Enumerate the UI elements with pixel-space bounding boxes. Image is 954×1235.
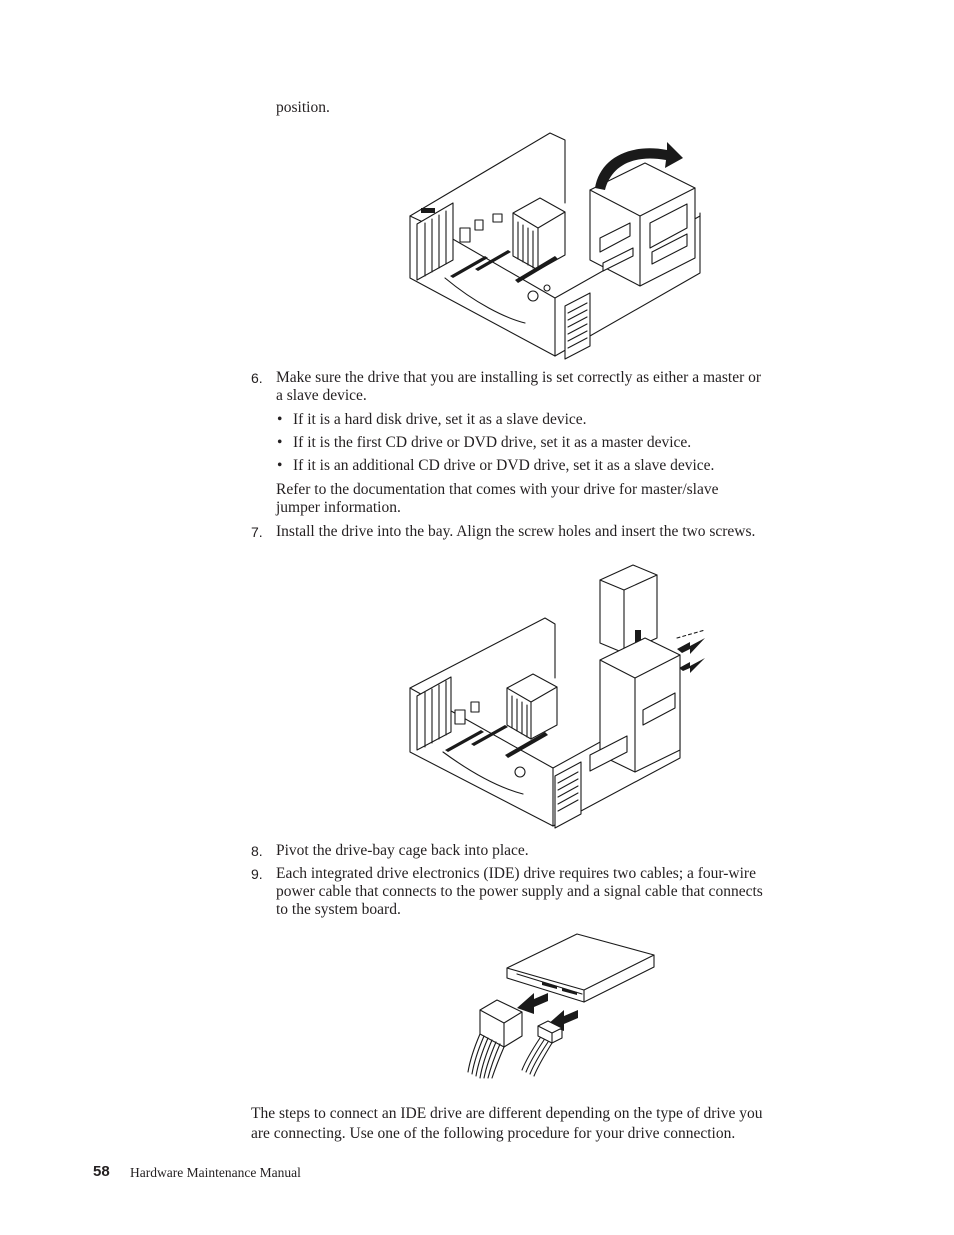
closing-text-line: are connecting. Use one of the following… — [251, 1125, 736, 1142]
step-note-line: jumper information. — [276, 499, 401, 516]
manual-title: Hardware Maintenance Manual — [130, 1165, 301, 1180]
bullet-marker: • — [277, 457, 283, 474]
step-number: 8. — [251, 843, 263, 859]
step-text-line: Make sure the drive that you are install… — [276, 369, 762, 386]
bullet-text: If it is the first CD drive or DVD drive… — [293, 434, 692, 451]
bullet-marker: • — [277, 411, 283, 428]
page-number: 58 — [93, 1163, 110, 1180]
step-text-line: Pivot the drive-bay cage back into place… — [276, 842, 529, 859]
bullet-marker: • — [277, 434, 283, 451]
figure-install-drive — [409, 564, 706, 829]
step-number: 7. — [251, 524, 263, 540]
bullet-text: If it is a hard disk drive, set it as a … — [293, 411, 587, 428]
closing-text-line: The steps to connect an IDE drive are di… — [251, 1105, 763, 1122]
step-text-line: Install the drive into the bay. Align th… — [276, 523, 756, 540]
step-text-line: a slave device. — [276, 387, 367, 404]
step-text-line: power cable that connects to the power s… — [276, 883, 763, 900]
step-text-line: Each integrated drive electronics (IDE) … — [276, 865, 756, 882]
intro-text: position. — [276, 99, 330, 116]
step-number: 9. — [251, 866, 263, 882]
step-text-line: to the system board. — [276, 901, 401, 918]
bullet-text: If it is an additional CD drive or DVD d… — [293, 457, 715, 474]
step-number: 6. — [251, 370, 263, 386]
step-note-line: Refer to the documentation that comes wi… — [276, 481, 719, 498]
figure-drive-cage-pivot — [409, 132, 701, 360]
figure-ide-cables — [467, 933, 655, 1079]
